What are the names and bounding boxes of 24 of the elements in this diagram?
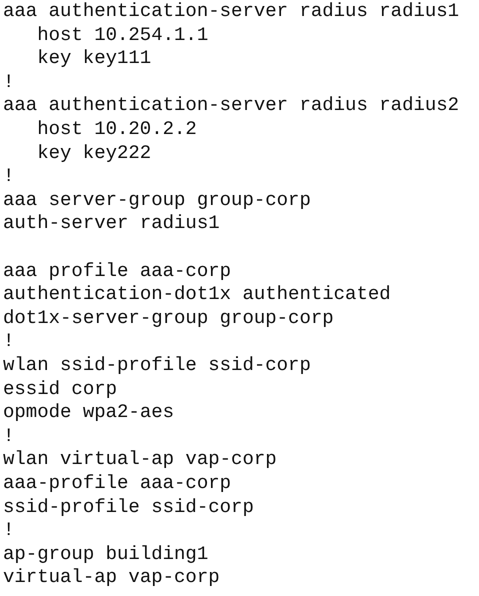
- code-line: aaa authentication-server radius radius1: [3, 0, 460, 22]
- code-line: opmode wpa2-aes: [3, 401, 174, 424]
- code-line: aaa server-group group-corp: [3, 188, 311, 211]
- code-line: !: [3, 424, 14, 447]
- code-line: key key111: [37, 47, 152, 70]
- code-line: host 10.254.1.1: [37, 24, 208, 46]
- code-line: dot1x-server-group group-corp: [3, 306, 334, 329]
- code-line: aaa profile aaa-corp: [3, 260, 232, 282]
- code-line: authentication-dot1x authenticated: [3, 283, 391, 306]
- code-line: key key222: [37, 142, 152, 164]
- code-line: !: [3, 330, 14, 352]
- code-line: aaa authentication-server radius radius2: [3, 94, 460, 116]
- code-line: !: [3, 519, 14, 542]
- code-line: host 10.20.2.2: [37, 118, 197, 140]
- code-line: !: [3, 70, 14, 93]
- code-line: aaa-profile aaa-corp: [3, 472, 232, 494]
- code-line: !: [3, 165, 14, 188]
- code-line: ap-group building1: [3, 542, 208, 565]
- code-line: virtual-ap vap-corp: [3, 566, 220, 588]
- code-line: wlan virtual-ap vap-corp: [3, 448, 277, 470]
- code-line: auth-server radius1: [3, 212, 220, 234]
- code-line: essid corp: [3, 378, 118, 400]
- code-line: wlan ssid-profile ssid-corp: [3, 354, 311, 376]
- code-line: ssid-profile ssid-corp: [3, 496, 254, 518]
